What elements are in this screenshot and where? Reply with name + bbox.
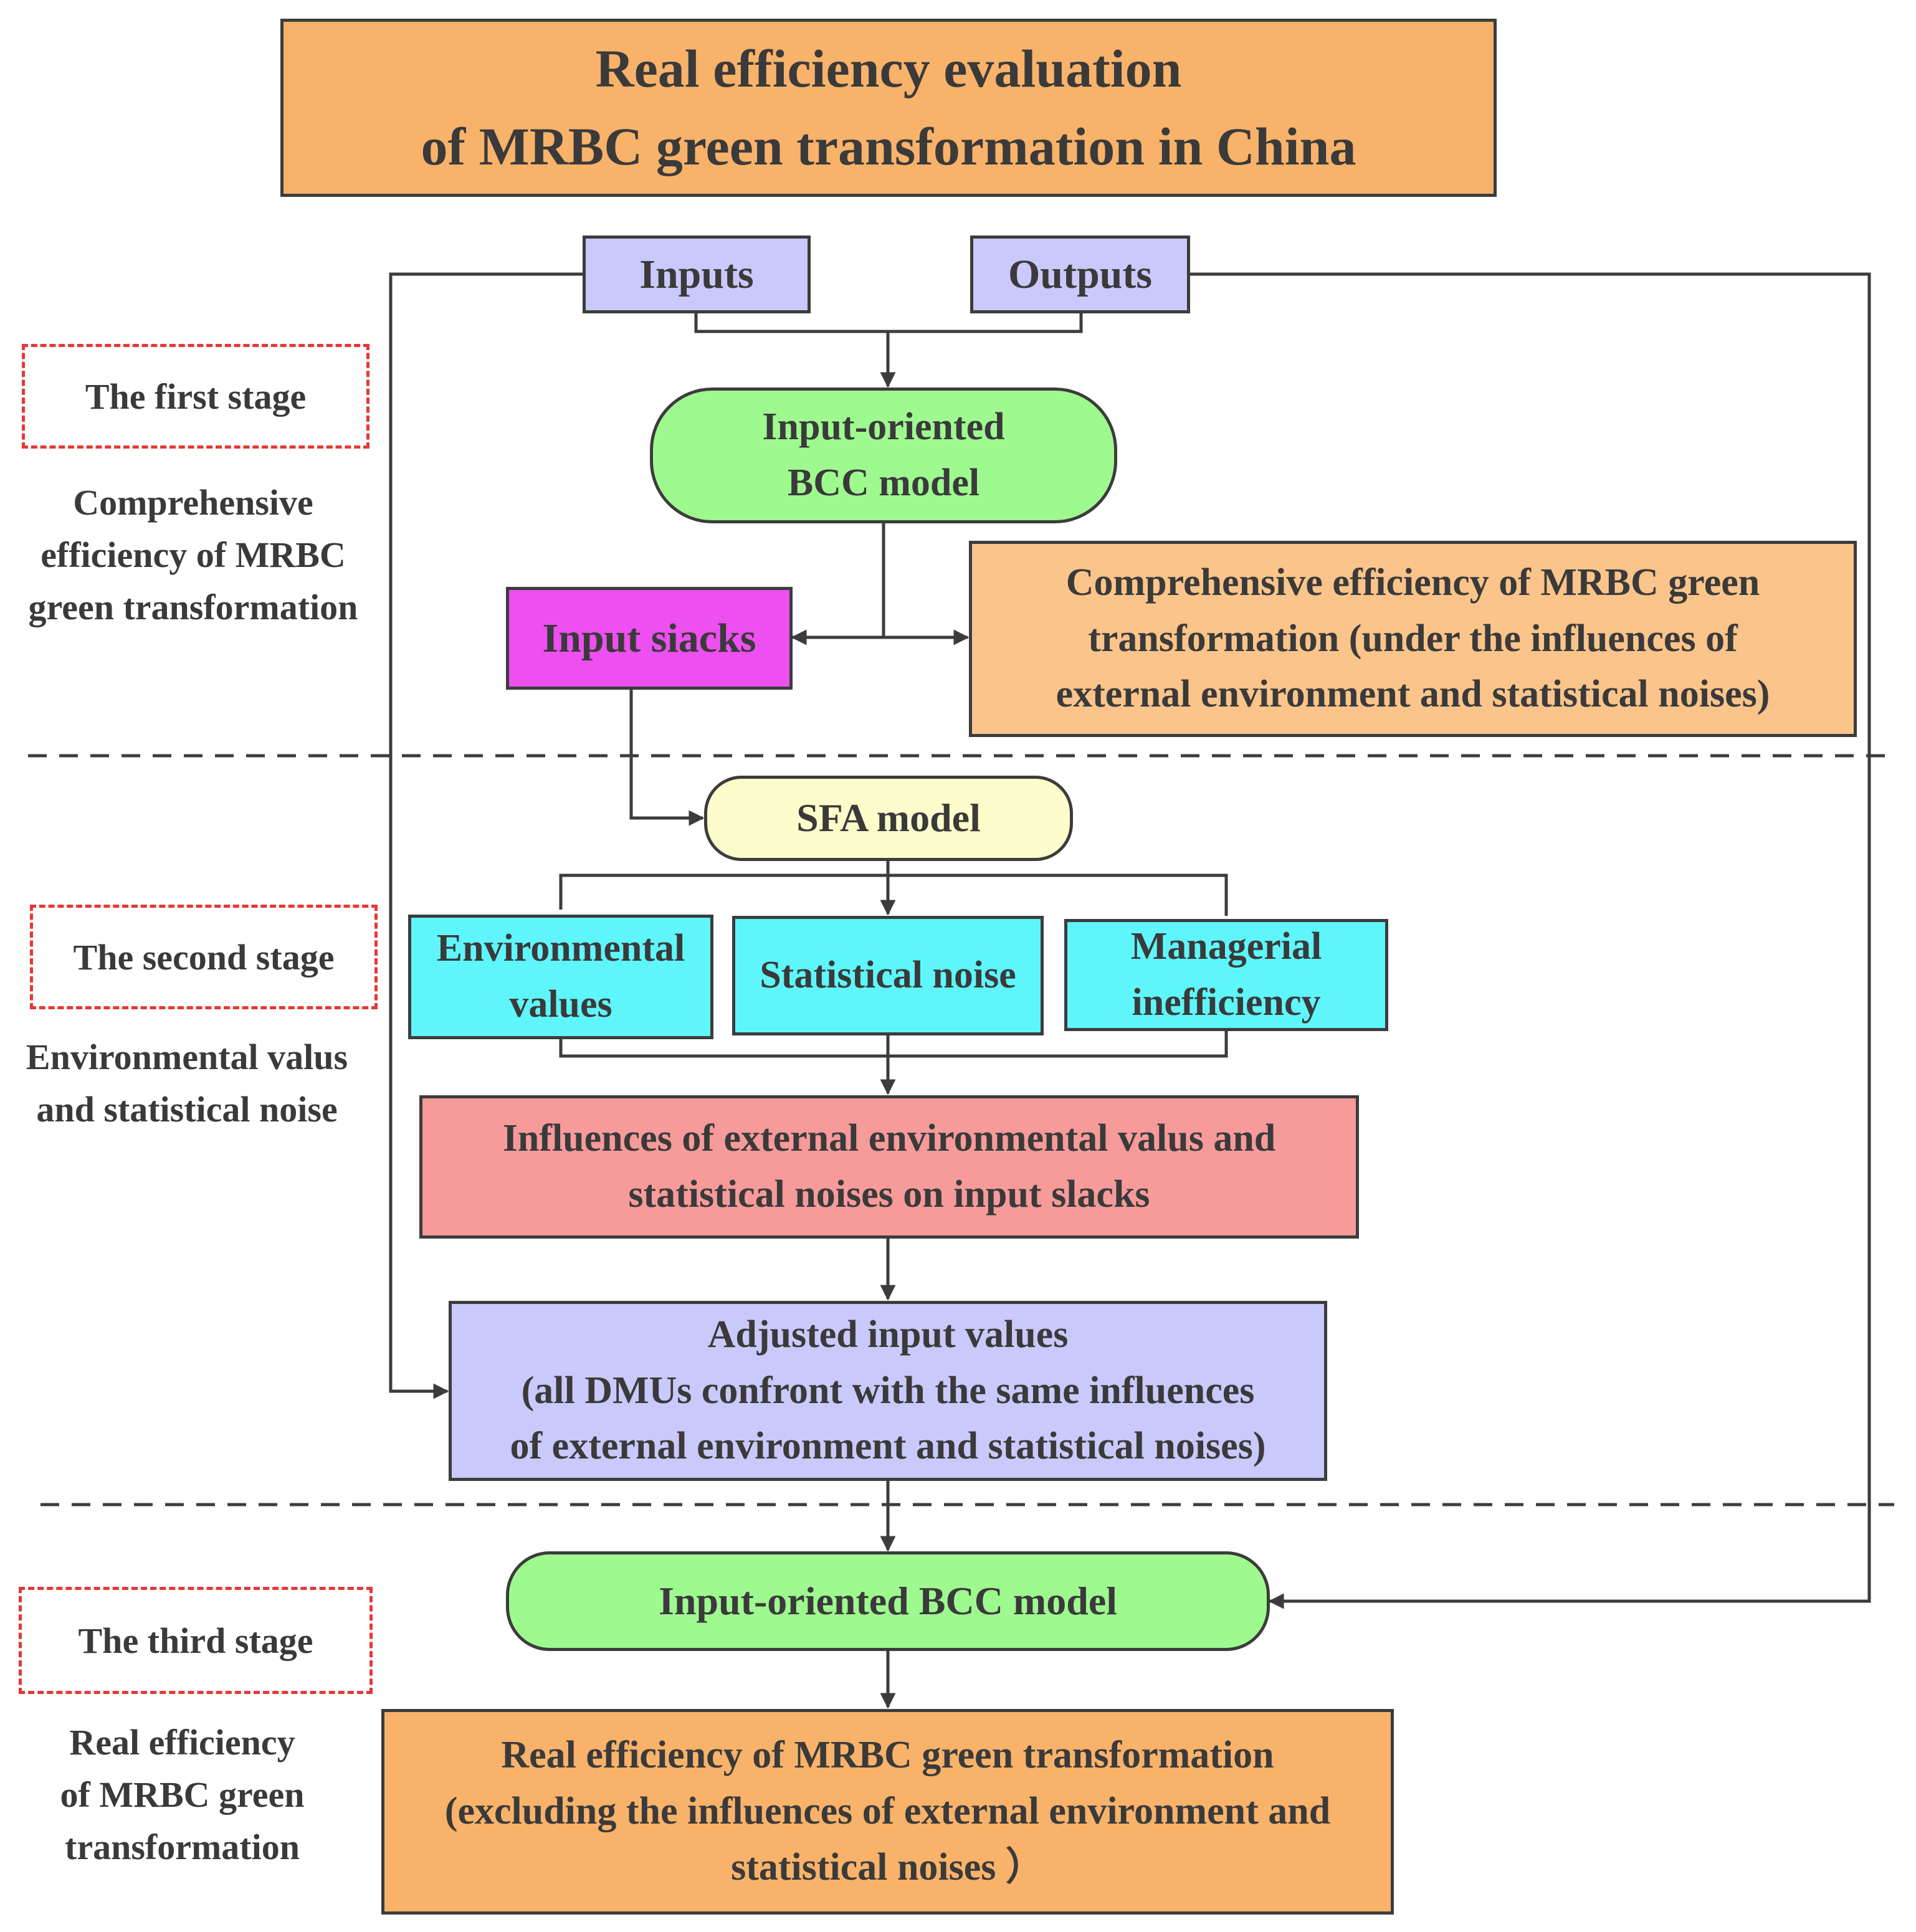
real-efficiency-label: Real efficiency of MRBC green transforma…: [444, 1734, 1331, 1888]
adjusted-input-values-box: Adjusted input values (all DMUs confront…: [449, 1301, 1327, 1481]
statistical-noise-box: Statistical noise: [732, 916, 1044, 1035]
influences-label: Influences of external environmental val…: [502, 1117, 1276, 1216]
adjusted-input-values-label: Adjusted input values (all DMUs confront…: [510, 1313, 1266, 1468]
bcc-model-third-stage: Input-oriented BCC model: [506, 1551, 1270, 1651]
environmental-values-label: Environmental values: [436, 927, 685, 1025]
first-stage-label: The first stage: [22, 344, 369, 449]
statistical-noise-label: Statistical noise: [760, 954, 1016, 997]
real-efficiency-box: Real efficiency of MRBC green transforma…: [381, 1709, 1394, 1915]
second-stage-name: The second stage: [73, 936, 335, 978]
inputs-label: Inputs: [639, 251, 754, 297]
input-slacks-label: Input siacks: [542, 615, 756, 661]
third-stage-name: The third stage: [78, 1620, 313, 1661]
outputs-label: Outputs: [1008, 251, 1153, 297]
third-stage-description: Real efficiency of MRBC green transforma…: [60, 1722, 305, 1868]
sfa-branch: [559, 873, 1228, 916]
second-stage-label: The second stage: [30, 905, 378, 1009]
inputs-connector: [694, 313, 1083, 333]
inputs-loop-arrow: [389, 272, 583, 1399]
merge-branch: [559, 1031, 1228, 1058]
title-text: Real efficiency evaluation of MRBC green…: [421, 39, 1356, 176]
sfa-model-box: SFA model: [704, 776, 1073, 861]
outputs-loop-arrow: [1190, 272, 1871, 1609]
managerial-inefficiency-box: Managerial inefficiency: [1064, 919, 1388, 1031]
bcc-model-first-label: Input-oriented BCC model: [762, 406, 1005, 504]
first-stage-name: The first stage: [85, 376, 307, 417]
influences-box: Influences of external environmental val…: [419, 1095, 1359, 1239]
sfa-model-label: SFA model: [796, 796, 981, 840]
managerial-inefficiency-label: Managerial inefficiency: [1130, 925, 1322, 1024]
environmental-values-box: Environmental values: [408, 915, 713, 1039]
comprehensive-efficiency-label: Comprehensive efficiency of MRBC green t…: [1056, 561, 1770, 716]
slacks-to-sfa-arrow: [629, 690, 705, 826]
first-stage-description: Comprehensive efficiency of MRBC green t…: [28, 482, 358, 628]
second-stage-description: Environmental valus and statistical nois…: [26, 1037, 348, 1130]
inputs-box: Inputs: [583, 236, 811, 313]
bcc-model-first-stage: Input-oriented BCC model: [650, 388, 1117, 523]
third-stage-label: The third stage: [19, 1587, 373, 1694]
title-box: Real efficiency evaluation of MRBC green…: [280, 19, 1497, 197]
outputs-box: Outputs: [970, 236, 1190, 313]
input-slacks-box: Input siacks: [506, 587, 793, 690]
comprehensive-efficiency-box: Comprehensive efficiency of MRBC green t…: [969, 541, 1857, 737]
bcc-model-third-label: Input-oriented BCC model: [658, 1578, 1118, 1623]
